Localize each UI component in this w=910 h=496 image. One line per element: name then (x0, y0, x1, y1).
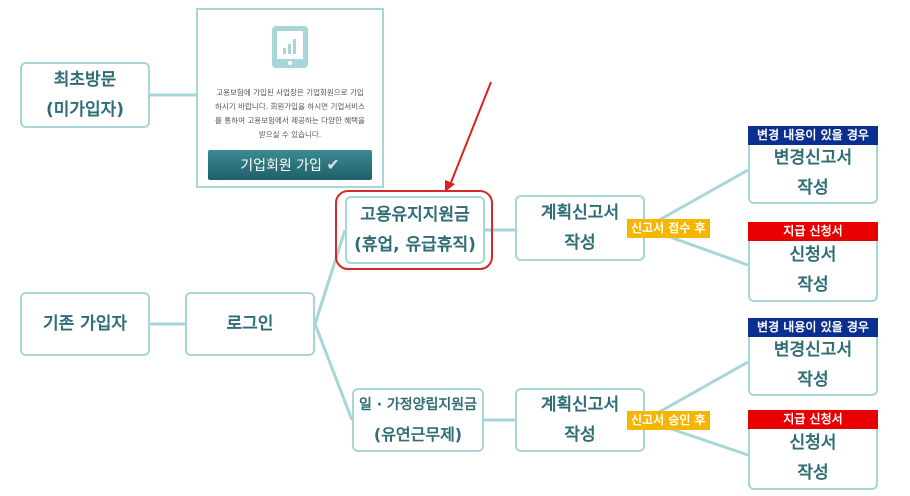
tablet-chart-icon (272, 26, 308, 68)
change-sublabel: 작성 (797, 178, 829, 198)
plan-label: 계획신고서 (540, 395, 620, 415)
highlight-outline (335, 190, 493, 270)
work-family-box: 일 · 가정양립지원금 (유연근무제) (352, 388, 484, 452)
check-icon: ✔ (326, 155, 340, 174)
change-header: 변경 내용이 있을 경우 (748, 126, 878, 145)
first-visit-label: 최초방문 (53, 70, 117, 90)
plan-sublabel: 작성 (564, 233, 596, 253)
program-label: 고용유지지원금 (360, 205, 470, 225)
change-label: 변경신고서 (773, 340, 853, 360)
first-visit-sublabel: (미가입자) (45, 100, 125, 120)
payment-header: 지급 신청서 (748, 222, 878, 241)
after-approval-tag: 신고서 승인 후 (627, 411, 710, 430)
program-sublabel: (유연근무제) (373, 425, 463, 444)
program-sublabel: (휴업, 유급휴직) (354, 235, 476, 255)
payment-label: 신청서 (789, 433, 837, 453)
change-label: 변경신고서 (773, 148, 853, 168)
payment-sublabel: 작성 (797, 275, 829, 295)
corporate-join-card: 고용보험에 가입된 사업장은 기업회원으로 가입 하시기 바랍니다. 회원가입을… (196, 8, 384, 188)
plan-sublabel: 작성 (564, 425, 596, 445)
card-description: 고용보험에 가입된 사업장은 기업회원으로 가입 하시기 바랍니다. 회원가입을… (215, 88, 365, 139)
corporate-join-button[interactable]: 기업회원 가입 ✔ (208, 150, 372, 180)
employment-retention-box: 고용유지지원금 (휴업, 유급휴직) (345, 196, 485, 264)
payment-label: 신청서 (789, 245, 837, 265)
login-label: 로그인 (226, 314, 274, 334)
plan-label: 계획신고서 (540, 203, 620, 223)
change-header: 변경 내용이 있을 경우 (748, 318, 878, 337)
payment-header: 지급 신청서 (748, 410, 878, 429)
existing-member-box: 기존 가입자 (20, 292, 150, 356)
login-box[interactable]: 로그인 (185, 292, 315, 356)
after-receipt-tag: 신고서 접수 후 (627, 219, 710, 238)
first-visit-box: 최초방문 (미가입자) (20, 62, 150, 128)
red-arrow (449, 81, 492, 186)
payment-sublabel: 작성 (797, 463, 829, 483)
change-sublabel: 작성 (797, 370, 829, 390)
existing-member-label: 기존 가입자 (42, 314, 128, 334)
program-label: 일 · 가정양립지원금 (358, 397, 478, 413)
join-label: 기업회원 가입 (240, 158, 322, 174)
